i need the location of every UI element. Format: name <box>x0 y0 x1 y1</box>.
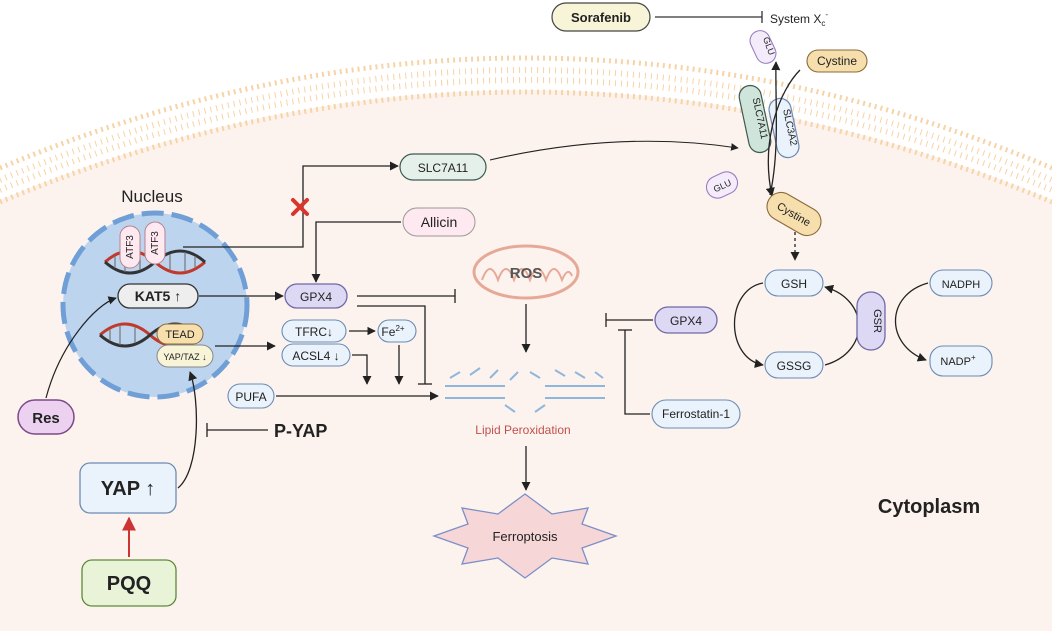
system-xc-label: System Xc- <box>770 10 828 28</box>
cell-membrane <box>0 55 1052 205</box>
gsh-label: GSH <box>781 277 807 291</box>
lipid-bilayer-icon <box>445 367 605 413</box>
yap-to-tead-arrow <box>177 371 198 489</box>
acsl4-label: ACSL4 ↓ <box>292 349 339 363</box>
kat5-node <box>117 283 199 309</box>
fe-label: Fe2+ <box>381 324 404 339</box>
sorafenib-node <box>551 2 651 32</box>
cystine-import-arrow <box>765 69 801 197</box>
yap-taz-node <box>156 344 214 368</box>
nadp-label: NADP+ <box>940 353 976 368</box>
allicin-to-gpx4-arrow <box>311 221 401 283</box>
allicin-label: Allicin <box>421 214 458 230</box>
cystine-out-node <box>806 49 868 73</box>
gpx4-left-label: GPX4 <box>300 290 332 304</box>
ferrostatin-label: Ferrostatin-1 <box>662 407 730 421</box>
nadp-node <box>929 345 993 377</box>
res-node <box>17 399 75 435</box>
res-to-kat5-arrow <box>45 296 117 399</box>
tfrc-label: TFRC↓ <box>295 325 333 339</box>
acsl4-node <box>281 343 351 367</box>
acsl4-to-lipid-arrow <box>352 354 372 385</box>
lipid-peroxidation-label: Lipid Peroxidation <box>475 423 570 437</box>
nadph-to-nadp-arc <box>894 282 929 362</box>
pqq-node <box>81 559 177 607</box>
nucleus-label: Nucleus <box>121 187 182 206</box>
tead-node <box>156 323 204 345</box>
yap-label: YAP ↑ <box>101 478 155 500</box>
atf3-1-label: ATF3 <box>125 235 136 259</box>
yap-node <box>79 462 177 514</box>
gsh-node <box>764 269 824 297</box>
atf3-2-label: ATF3 <box>150 231 161 255</box>
slc7a11-to-membrane-arrow <box>489 140 739 161</box>
cystine-out-label: Cystine <box>817 54 857 68</box>
gsh-to-gssg-arc <box>734 282 764 368</box>
gpx4-left-node <box>284 283 348 309</box>
block-cross-icon <box>291 198 309 216</box>
fe-node <box>377 319 417 343</box>
allicin-node <box>402 207 476 237</box>
ferroptosis-label: Ferroptosis <box>492 529 558 544</box>
cytoplasm-label: Cytoplasm <box>878 496 980 518</box>
sorafenib-label: Sorafenib <box>571 10 631 25</box>
res-label: Res <box>32 410 60 427</box>
ferrostatin-node <box>651 399 741 429</box>
pyap-label: P-YAP <box>274 421 327 441</box>
pqq-label: PQQ <box>107 573 151 595</box>
tfrc-node <box>281 319 347 343</box>
pufa-label: PUFA <box>235 390 266 404</box>
slc7a11-label: SLC7A11 <box>418 161 469 175</box>
glu-bottom-node <box>705 171 739 199</box>
gpx4-right-node <box>654 306 718 334</box>
gssg-label: GSSG <box>777 359 812 373</box>
gpx4-inhibit-lipid-line <box>357 305 426 384</box>
atf3-2-node <box>144 221 166 265</box>
nadph-node <box>929 269 993 297</box>
yap-taz-label: YAP/TAZ ↓ <box>163 352 206 362</box>
gsr-node <box>856 291 886 351</box>
gpx4-right-label: GPX4 <box>670 314 702 328</box>
kat5-label: KAT5 ↑ <box>135 288 181 304</box>
gsr-label: GSR <box>871 309 883 333</box>
ros-mitochondrion-icon <box>472 244 580 300</box>
ferrostatin-inhibit-line <box>624 330 650 415</box>
cystine-in-node <box>766 191 822 237</box>
glu-top-node <box>749 30 777 64</box>
ferroptosis-node <box>432 493 618 579</box>
gssg-node <box>764 351 824 379</box>
atf3-1-node <box>119 225 141 269</box>
slc7a11-node <box>399 153 487 181</box>
nadph-label: NADPH <box>942 279 981 291</box>
glu-export-arrow <box>769 61 781 196</box>
ros-label: ROS <box>510 265 543 282</box>
pufa-node <box>227 383 275 409</box>
tead-label: TEAD <box>165 329 194 341</box>
